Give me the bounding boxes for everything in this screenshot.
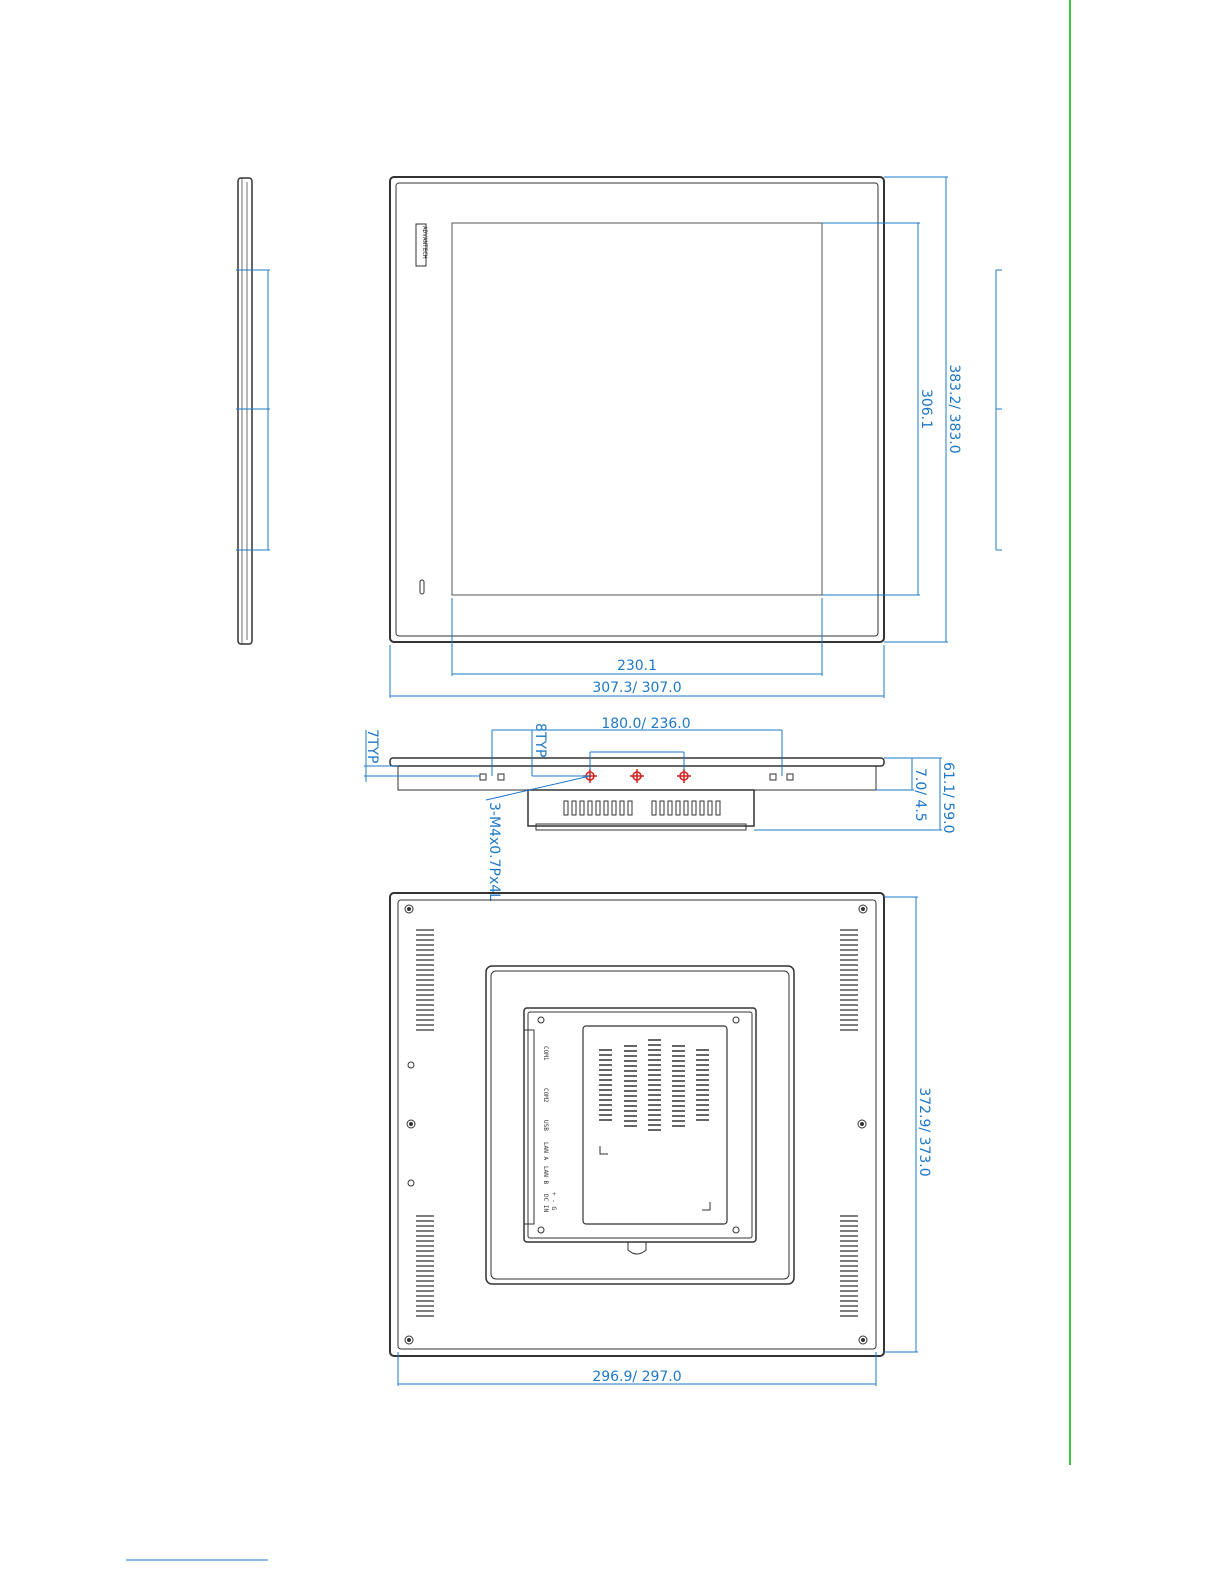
rear-view: COM1 COM2 USB LAN A LAN B DC IN + - G 37…: [390, 893, 932, 1386]
top-view: 180.0/ 236.0 8TYP 7TYP 3-M4x0.7Px4L 7.0/…: [364, 716, 956, 901]
port-label-usb: USB: [542, 1120, 549, 1131]
screw-spec-label: 3-M4x0.7Px4L: [486, 802, 502, 901]
screw-markers: [583, 769, 691, 783]
port-label-lan-b: LAN B: [542, 1166, 549, 1184]
top-vents: [564, 801, 720, 815]
port-label-lan-a: LAN A: [542, 1142, 549, 1160]
mount-spacing-label: 180.0/ 236.0: [601, 716, 690, 732]
overall-width-label: 307.3/ 307.0: [592, 680, 681, 696]
side-view: [236, 178, 270, 644]
screen-width-label: 230.1: [617, 658, 657, 674]
power-led: [420, 580, 424, 594]
rear-chassis: [390, 893, 884, 1356]
screen-height-label: 306.1: [918, 389, 934, 429]
rear-width-label: 296.9/ 297.0: [592, 1369, 681, 1385]
port-label-dc-in: DC IN: [542, 1194, 549, 1212]
bezel-depth-label: 7.0/ 4.5: [912, 768, 928, 822]
port-label-com2: COM2: [542, 1088, 549, 1103]
brand-logo-text: ADVANTECH: [421, 226, 428, 259]
overall-height-label: 383.2/ 383.0: [946, 364, 962, 453]
display-area: [452, 223, 822, 595]
rear-center-vents: [599, 1040, 709, 1130]
rear-height-label: 372.9/ 373.0: [916, 1087, 932, 1176]
port-label-com1: COM1: [542, 1046, 549, 1061]
total-depth-label: 61.1/ 59.0: [940, 762, 956, 834]
rear-side-vents: [416, 930, 858, 1316]
front-view: ADVANTECH 230.1 307.3/ 307.0 306.1 383.2…: [390, 177, 1002, 698]
power-pins-label: + - G: [550, 1192, 557, 1210]
front-bezel: [390, 177, 884, 642]
typ-8-label: 8TYP: [532, 723, 548, 757]
typ-7-label: 7TYP: [364, 729, 380, 763]
